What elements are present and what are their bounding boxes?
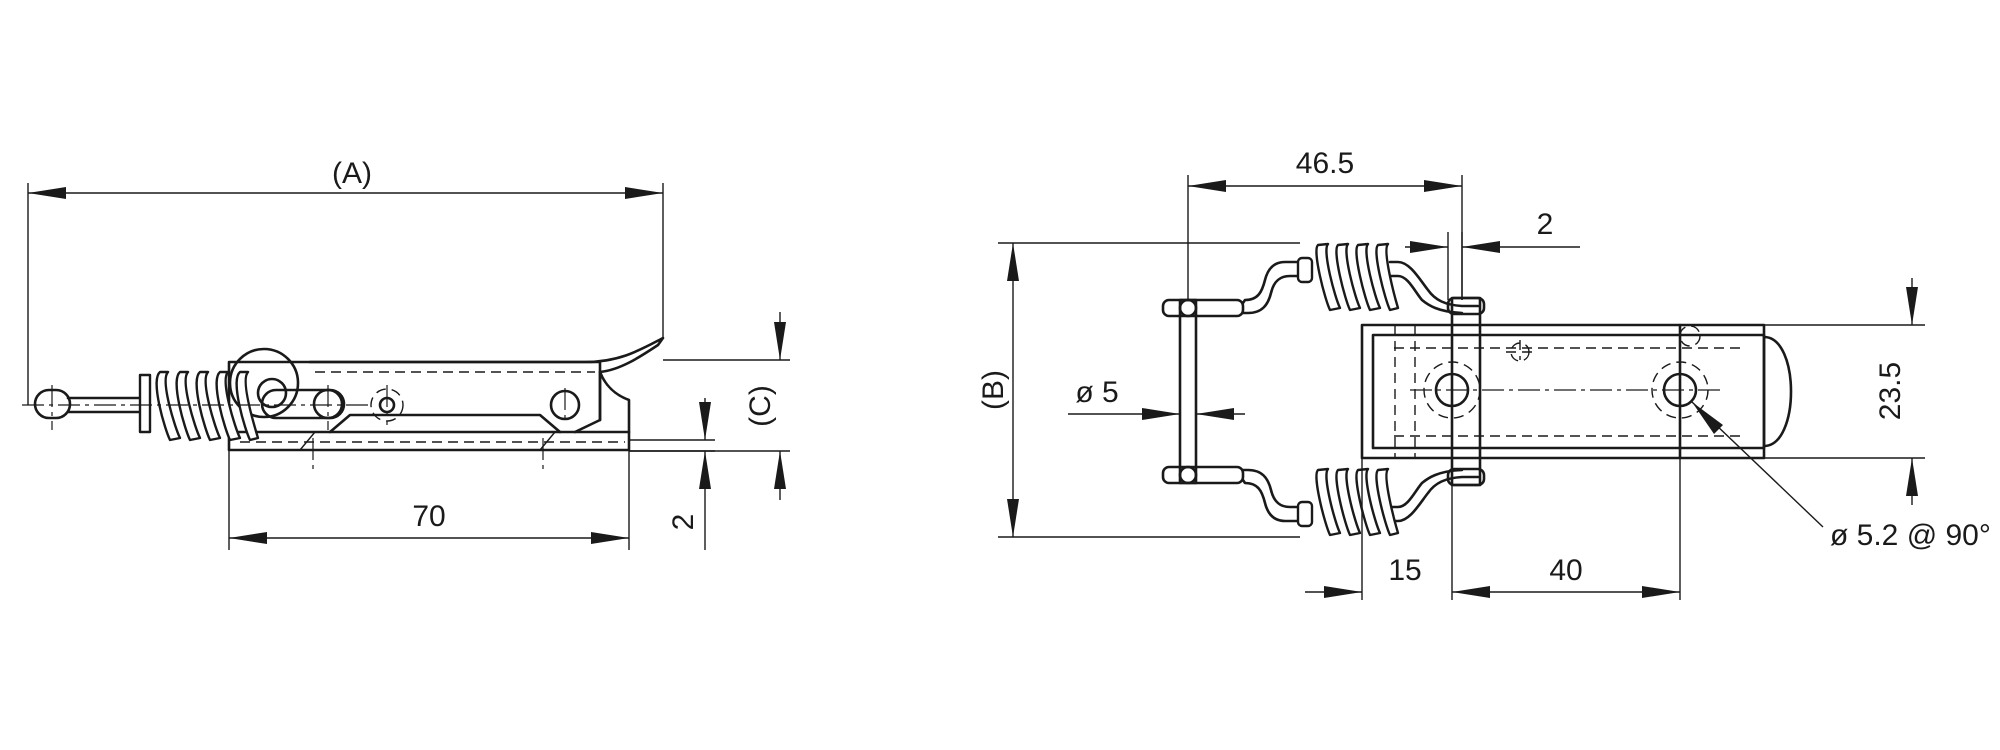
top-wire-upper-right (1388, 260, 1480, 315)
top-body-hidden-3 (1506, 340, 1534, 360)
dim-d5-label: ø 5 (1075, 376, 1118, 409)
side-lever (308, 336, 665, 422)
side-pivot-pin (256, 377, 288, 409)
top-wire-lower-right (1388, 468, 1480, 523)
dim-c-label: (C) (744, 385, 777, 427)
dim-top-2: 2 (1405, 208, 1580, 300)
side-hook-ramp (328, 413, 562, 434)
top-body-inner (1371, 333, 1766, 450)
dim-hole-label: ø 5.2 @ 90° (1830, 519, 1991, 552)
top-hook-pin (1178, 298, 1198, 485)
side-view: (A) 70 2 (C) (22, 157, 790, 550)
top-hook-bar-bottom (1161, 465, 1245, 485)
side-link-bar (260, 388, 346, 420)
side-hook-rod (66, 396, 142, 414)
side-pivot-outer (228, 347, 300, 419)
top-view: 46.5 2 (B) ø 5 (977, 147, 1991, 600)
dim-40-label: 40 (1549, 554, 1582, 587)
side-spring (138, 370, 260, 442)
dim-15-label: 15 (1388, 554, 1421, 587)
dim-side-2: 2 (629, 398, 715, 550)
top-wire-lower (1241, 468, 1302, 523)
dim-c: (C) (629, 312, 790, 500)
top-spring-lower (1296, 467, 1400, 537)
dim-46-5-label: 46.5 (1296, 147, 1354, 180)
top-wire-upper (1241, 260, 1302, 315)
dim-top-2-label: 2 (1537, 208, 1554, 241)
side-lever-tip (598, 370, 631, 434)
dim-70-label: 70 (412, 500, 445, 533)
top-body-outer (1360, 323, 1766, 460)
dim-b: (B) (977, 242, 1300, 538)
top-hook-bar-top (1161, 298, 1245, 318)
dim-hole-callout: ø 5.2 @ 90° (1691, 401, 1991, 552)
dim-46-5: 46.5 (1187, 147, 1463, 300)
top-hook-pin-end-bottom (1178, 465, 1198, 485)
top-hidden-rivet (1510, 342, 1530, 362)
dim-side-2-label: 2 (667, 514, 700, 531)
dim-b-label: (B) (977, 370, 1010, 410)
dim-23-5: 23.5 (1764, 278, 1925, 505)
dim-70: 70 (228, 450, 630, 550)
dim-a-label: (A) (332, 157, 372, 190)
dim-d5: ø 5 (1068, 376, 1245, 420)
top-hidden-rivet-right (1679, 325, 1701, 347)
top-hook-pin-end-top (1178, 298, 1198, 318)
side-base-plate (227, 430, 631, 452)
dim-15-40: 15 40 (1305, 458, 1681, 600)
top-body-hidden-1 (1394, 347, 1740, 437)
dim-23-5-label: 23.5 (1874, 362, 1907, 420)
top-body-hidden-2 (1394, 325, 1416, 458)
top-body-nose (1762, 335, 1793, 448)
dim-a: (A) (27, 157, 664, 405)
side-base-bevel (299, 431, 556, 451)
top-spring-upper (1296, 242, 1400, 312)
